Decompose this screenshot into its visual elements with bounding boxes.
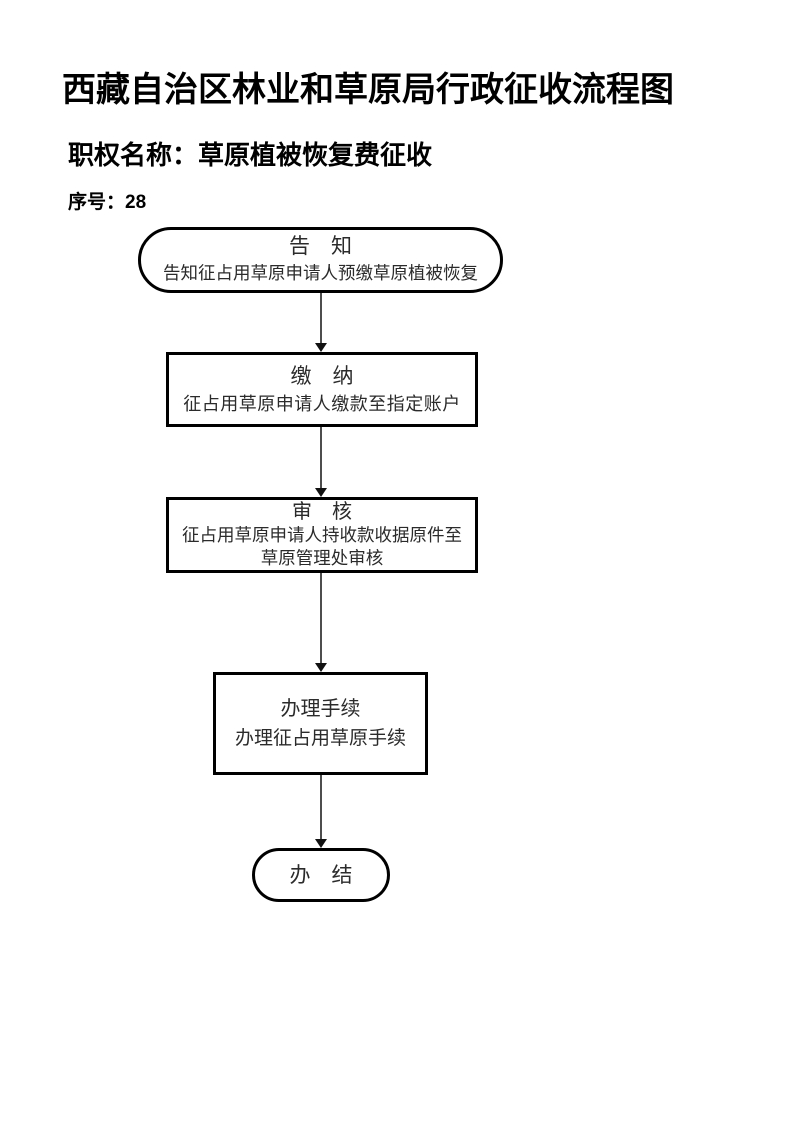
serial-number-label: 序号：28 — [68, 192, 147, 213]
flow-node-start: 告 知 告知征占用草原申请人预缴草原植被恢复 — [138, 227, 503, 293]
flow-arrow-start-to-pay — [314, 293, 328, 352]
flow-node-text: 告知征占用草原申请人预缴草原植被恢复 — [163, 263, 478, 283]
flow-arrow-procedure-to-end — [314, 775, 328, 848]
arrow-head-icon — [315, 488, 327, 497]
flow-node-pay: 缴 纳 征占用草原申请人缴款至指定账户 — [166, 352, 478, 427]
flow-node-review: 审 核 征占用草原申请人持收款收据原件至 草原管理处审核 — [166, 497, 478, 573]
arrow-head-icon — [315, 663, 327, 672]
flow-arrow-pay-to-review — [314, 427, 328, 497]
flow-node-text: 征占用草原申请人持收款收据原件至 — [182, 524, 462, 545]
flow-node-title: 缴 纳 — [290, 363, 354, 388]
flow-node-text: 征占用草原申请人缴款至指定账户 — [183, 393, 461, 414]
arrow-shaft — [320, 427, 322, 491]
flow-node-end: 办 结 — [252, 848, 390, 902]
arrow-shaft — [320, 775, 322, 842]
flow-node-title: 办 结 — [289, 863, 353, 887]
flow-node-title: 办理手续 — [280, 697, 361, 720]
arrow-head-icon — [315, 839, 327, 848]
document-title: 西藏自治区林业和草原局行政征收流程图 — [62, 72, 674, 109]
flow-node-title: 审 核 — [292, 500, 352, 523]
flow-node-procedure: 办理手续 办理征占用草原手续 — [213, 672, 428, 775]
flow-arrow-review-to-procedure — [314, 573, 328, 672]
arrow-shaft — [320, 293, 322, 346]
flow-node-text: 草原管理处审核 — [260, 547, 384, 568]
authority-name-label: 职权名称：草原植被恢复费征收 — [68, 140, 433, 170]
flow-node-title: 告 知 — [289, 234, 352, 258]
arrow-shaft — [320, 573, 322, 666]
flow-node-text: 办理征占用草原手续 — [234, 727, 406, 749]
arrow-head-icon — [315, 343, 327, 352]
